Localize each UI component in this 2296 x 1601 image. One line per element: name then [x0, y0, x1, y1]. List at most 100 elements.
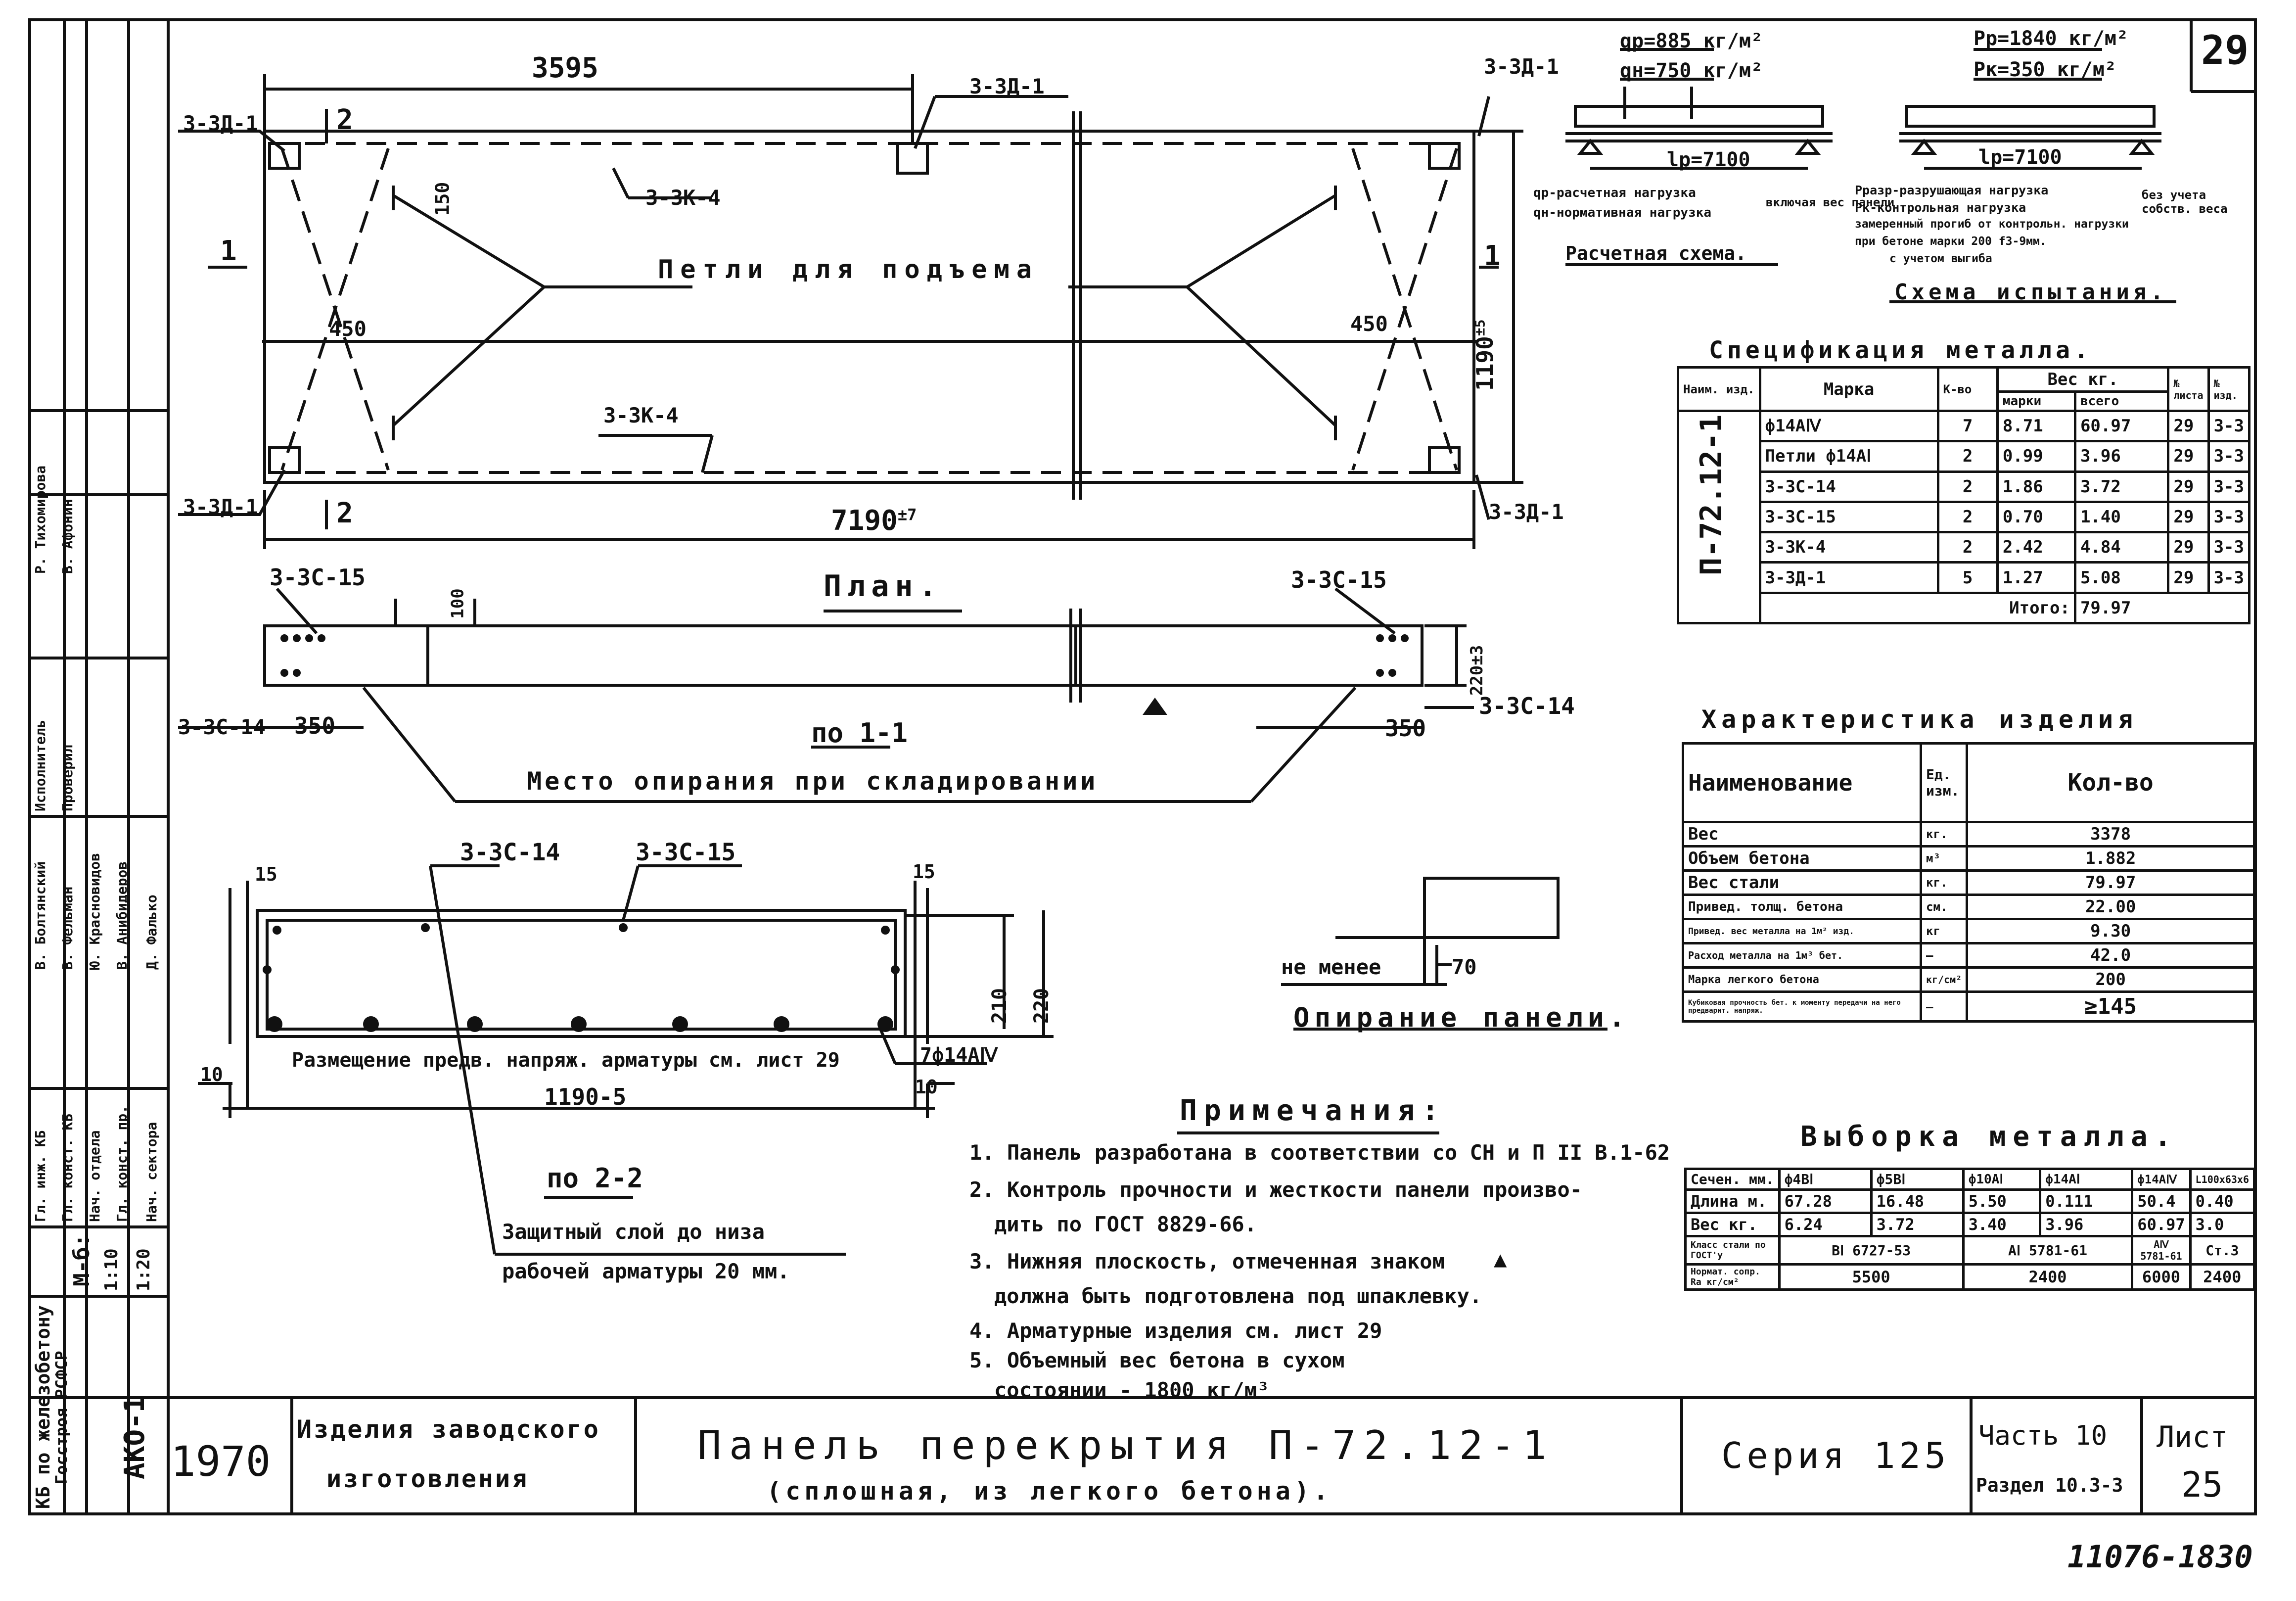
spec-cell: 2 — [1936, 470, 1999, 503]
s22-dim-1190: 1190-5 — [544, 1083, 627, 1110]
tb-section: Раздел 10.3-3 — [1976, 1474, 2123, 1496]
spec-cell: 29 — [2167, 561, 2210, 594]
char-cell: кг — [1919, 918, 1969, 944]
char-cell: см. — [1919, 894, 1969, 920]
spec-row: Петли ф14АⅠ 2 0.99 3.96 29 3-3 — [1678, 440, 2251, 473]
plan-title: План. — [824, 569, 943, 604]
s22-dim-10-right: 10 — [915, 1076, 938, 1098]
char-cell: Марка легкого бетона — [1682, 966, 1922, 993]
char-h-qty: Кол-во — [1966, 742, 2255, 823]
plan-mark-3d1-tr: 3-3Д-1 — [1484, 54, 1559, 79]
note-triangle-icon: ▲ — [1494, 1247, 1507, 1272]
tb-name2-0: Р. Тихомирова — [32, 465, 48, 574]
sel-row: Длина м. 67.28 16.48 5.50 0.111 50.4 0.4… — [1684, 1188, 2256, 1214]
s11-mark-15-left: 3-3С-15 — [270, 564, 366, 591]
s22-dim-15-right: 15 — [913, 861, 935, 883]
spec-cell: 1.86 — [1996, 470, 2076, 503]
s11-dim-100: 100 — [448, 588, 468, 619]
spec-row: П-72.12-1 ф14АⅣ 7 8.71 60.97 29 3-3 — [1677, 409, 2251, 624]
char-cell: Привед. вес металла на 1м² изд. — [1682, 918, 1922, 944]
spec-table: Наим. изд. Марка К-во Вес кг. № листа № … — [1677, 366, 2251, 625]
sel-cell: 3.96 — [2039, 1212, 2134, 1237]
tb-category-1: Изделия заводского — [297, 1415, 600, 1444]
spec-cell: 3.96 — [2073, 440, 2170, 473]
char-header-row: Наименование Ед. изм. Кол-во — [1682, 742, 2255, 823]
tb-category-2: изготовления — [326, 1464, 529, 1493]
char-cell: Вес — [1682, 821, 1922, 848]
calc-q2: qн=750 кг/м² — [1620, 59, 1763, 82]
spec-total-row: Итого: 79.97 — [1678, 591, 2251, 625]
char-cell: — — [1919, 990, 1969, 1023]
char-cell: 42.0 — [1966, 942, 2255, 969]
tb-name-4: Д. Фалько — [143, 895, 160, 970]
spec-cell: 3-3 — [2207, 409, 2251, 443]
spec-product-label: П-72.12-1 — [1694, 414, 1729, 575]
sel-table: Сечен. мм. ф4ВⅠ ф5ВⅠ ф10АⅠ ф14АⅠ ф14АⅣ L… — [1684, 1168, 2256, 1291]
sel-cell: 3.40 — [1962, 1212, 2042, 1237]
test-p2: Pк=350 кг/м² — [1974, 58, 2116, 81]
sel-cell: 50.4 — [2131, 1188, 2192, 1214]
sheet-border — [28, 18, 2257, 1515]
sel-class-cell: ВⅠ 6727-53 — [1778, 1235, 1965, 1266]
sel-cell: Вес кг. — [1684, 1212, 1781, 1237]
plan-mark-3d1-tc: 3-3Д-1 — [969, 74, 1045, 98]
sel-h: ф14АⅠ — [2039, 1168, 2134, 1191]
sel-norm-label: Нормат. сопр. Ra кг/см² — [1684, 1263, 1781, 1291]
note-line-1: 2. Контроль прочности и жесткости панели… — [969, 1177, 1583, 1202]
char-cell: Объем бетона — [1682, 845, 1922, 872]
spec-subheader-row: марки всего — [1678, 390, 2250, 412]
s11-support-note: Место опирания при складировании — [527, 767, 1099, 796]
char-cell: кг. — [1919, 869, 1969, 896]
handwritten-code: 11076-18 — [2067, 1539, 2215, 1575]
spec-cell: 60.97 — [2073, 409, 2170, 443]
tb-role-2: Нач. отдела — [87, 1130, 103, 1222]
s22-note-rebar: Размещение предв. напряж. арматуры см. л… — [292, 1049, 840, 1072]
tb-code: АКО-1 — [119, 1396, 151, 1479]
spec-cell: 29 — [2167, 470, 2210, 503]
spec-h-total: всего — [2073, 390, 2170, 412]
char-row: Кубиковая прочность бет. к моменту перед… — [1682, 990, 2255, 1023]
sel-class-cell: Ст.3 — [2189, 1235, 2256, 1266]
plan-dim-150: 150 — [431, 182, 454, 216]
sel-norm-cell: 2400 — [2189, 1263, 2256, 1291]
spec-h-mark: Марка — [1758, 366, 1939, 412]
spec-total-label: Итого: — [1758, 591, 2076, 625]
spec-cell: 3-3 — [2207, 470, 2251, 503]
s11-mark-14-right: 3-3С-14 — [1479, 693, 1575, 719]
tb-org-1: КБ по железобетону — [32, 1305, 54, 1509]
plan-dim-top: 3595 — [532, 52, 598, 84]
sel-cell: 16.48 — [1870, 1188, 1965, 1214]
spec-cell: 2 — [1936, 531, 1999, 564]
tb-title-1: Панель перекрытия П-72.12-1 — [697, 1422, 1555, 1468]
test-note-r: без учета собств. веса — [2142, 188, 2228, 216]
spec-cell: 3.72 — [2073, 470, 2170, 503]
support-dim: 70 — [1452, 955, 1477, 979]
sel-class-label: Класс стали по ГОСТ'у — [1684, 1235, 1781, 1266]
plan-dim-height: 1190±5 — [1471, 320, 1498, 391]
sel-h: ф4ВⅠ — [1778, 1168, 1873, 1191]
spec-cell: 2.42 — [1996, 531, 2076, 564]
tb-scale-2: 1:20 — [134, 1248, 154, 1291]
sel-class-cell: АⅣ 5781-61 — [2131, 1235, 2192, 1266]
s22-cover-note-2: рабочей арматуры 20 мм. — [502, 1259, 790, 1283]
sel-cell: Длина м. — [1684, 1188, 1781, 1214]
char-cell: 200 — [1966, 966, 2255, 993]
s11-dim-220: 220±3 — [1467, 645, 1487, 696]
plan-section-1-left: 1 — [220, 235, 237, 267]
plan-outline — [263, 130, 1475, 484]
sel-title: Выборка металла. — [1800, 1121, 2178, 1153]
spec-cell: 29 — [2167, 440, 2210, 473]
note-line-4: должна быть подготовлена под шпаклевку. — [994, 1284, 1482, 1308]
calc-note1: qp-расчетная нагрузка — [1533, 186, 1696, 200]
note-line-5: 4. Арматурные изделия см. лист 29 — [969, 1318, 1382, 1343]
char-cell: Кубиковая прочность бет. к моменту перед… — [1682, 990, 1922, 1023]
sel-h: Сечен. мм. — [1684, 1168, 1781, 1191]
spec-cell: 0.70 — [1996, 500, 2076, 534]
sel-norm-row: Нормат. сопр. Ra кг/см² 5500 2400 6000 2… — [1684, 1263, 2256, 1291]
tb-role2-1: Проверил — [59, 745, 76, 811]
tb-role-4: Нач. сектора — [143, 1122, 160, 1222]
sel-h: ф5ВⅠ — [1870, 1168, 1965, 1191]
